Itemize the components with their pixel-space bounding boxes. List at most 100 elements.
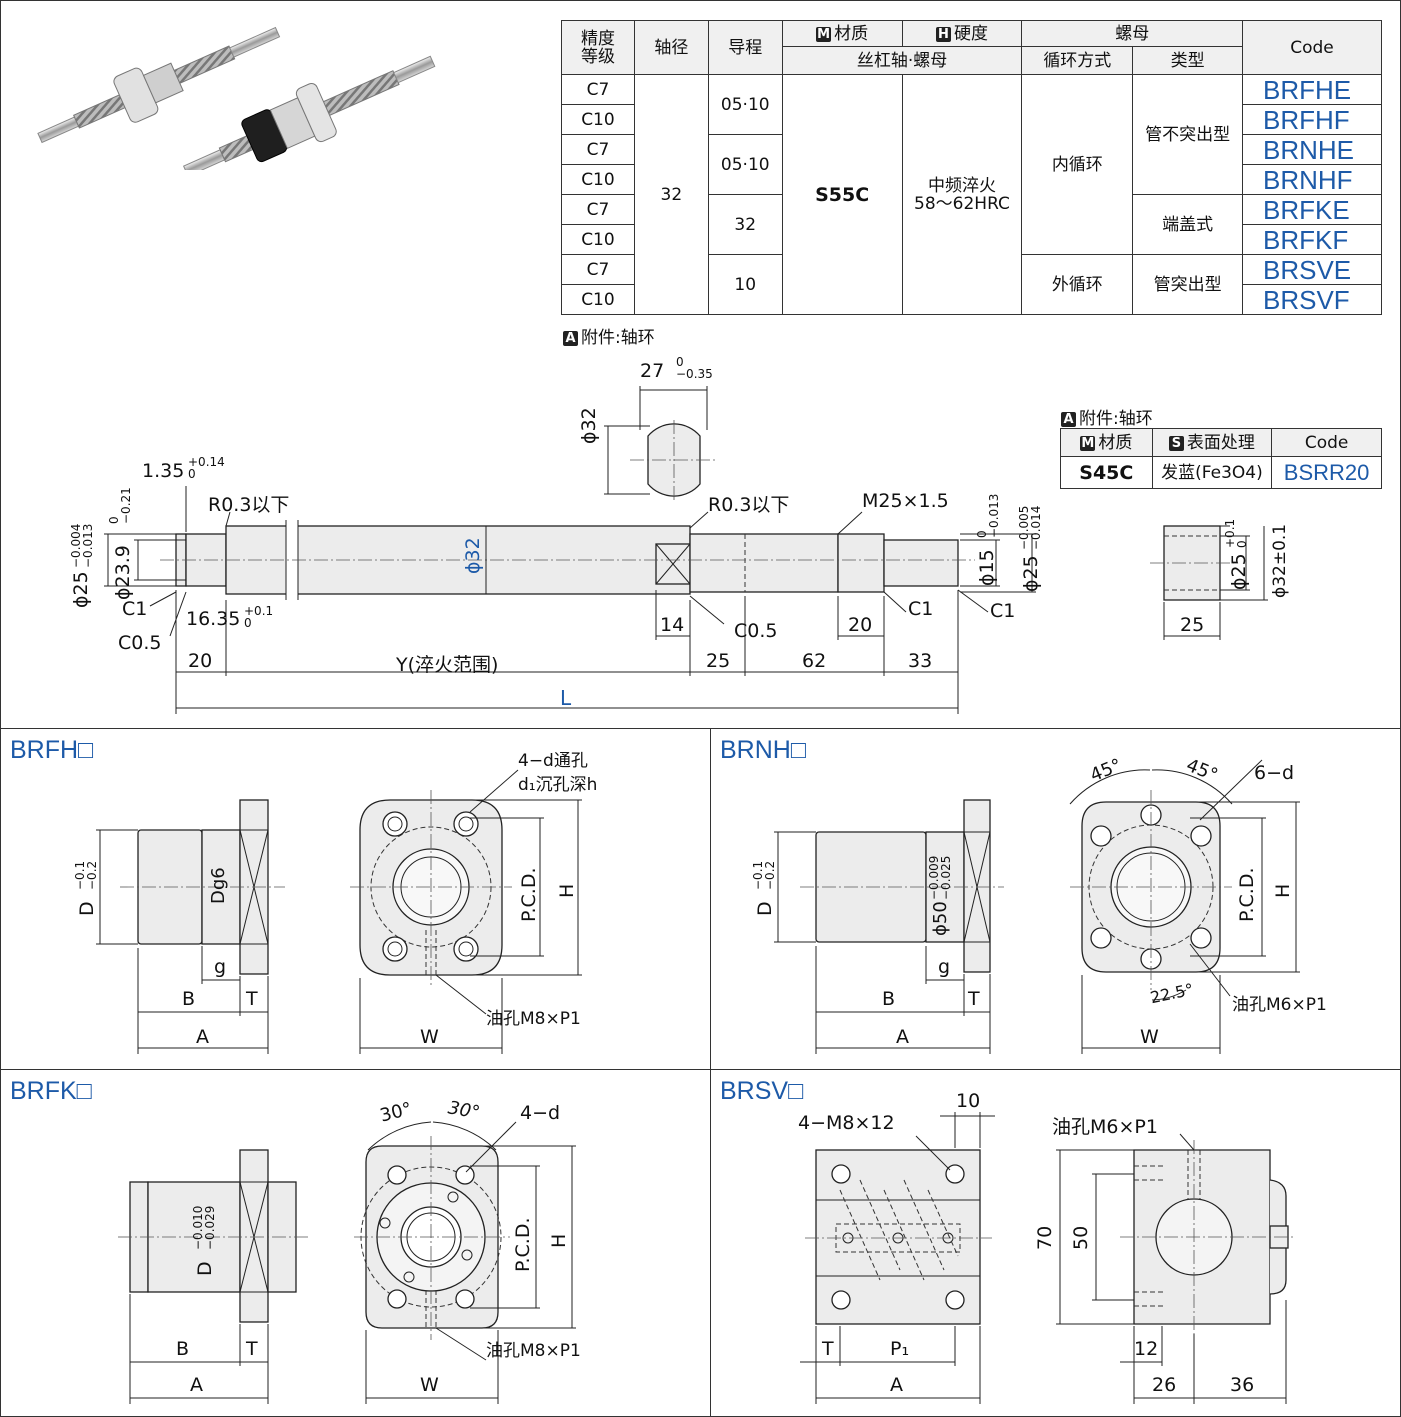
brsv-dim-t: T [822, 1338, 834, 1360]
cell-grade: C7 [561, 194, 635, 225]
label-c05-left: C0.5 [118, 632, 162, 654]
cell-grade: C10 [561, 164, 635, 195]
cell-grade: C7 [561, 134, 635, 165]
label-r03-right: R0.3以下 [708, 494, 790, 516]
brsv-dim-10: 10 [956, 1090, 981, 1112]
brfk-dim-t: T [246, 1338, 258, 1360]
collar-th-code: Code [1271, 428, 1382, 457]
code-brsvf[interactable]: BRSVF [1241, 284, 1383, 315]
label-m25: M25×1.5 [862, 490, 949, 512]
brsv-dim-36: 36 [1230, 1374, 1255, 1396]
brsv-dim-12: 12 [1134, 1338, 1159, 1360]
brfh-dim-a: A [196, 1026, 209, 1048]
brfk-holes: 4−d [520, 1102, 561, 1124]
th-circulation: 循环方式 [1021, 46, 1134, 75]
title-brnh: BRNH□ [720, 736, 806, 764]
label-c05-right: C0.5 [734, 620, 778, 642]
collar-w25: 25 [1180, 614, 1205, 636]
label-c1-right: C1 [990, 600, 1016, 622]
brfh-dim-w: W [420, 1026, 439, 1048]
brnh-dim-b: B [882, 988, 896, 1010]
code-brfke[interactable]: BRFKE [1241, 194, 1383, 225]
cell-type-2: 端盖式 [1132, 194, 1243, 255]
label-c1-mid: C1 [908, 598, 934, 620]
label-c1-left: C1 [122, 598, 148, 620]
brfk-drawing [118, 1121, 576, 1404]
divider-vertical [710, 728, 711, 1417]
cell-lead: 10 [707, 254, 783, 315]
code-brnhe[interactable]: BRNHE [1241, 134, 1383, 165]
dim-14: 14 [660, 614, 685, 636]
th-nut: 螺母 [1021, 20, 1243, 47]
ball-screw-photo [37, 26, 436, 170]
code-brsve[interactable]: BRSVE [1241, 254, 1383, 285]
cell-type-1: 管不突出型 [1132, 74, 1243, 195]
code-brnhf[interactable]: BRNHF [1241, 164, 1383, 195]
dim-62: 62 [802, 650, 827, 672]
brfk-oil-hole: 油孔M8×P1 [486, 1341, 581, 1361]
code-brfkf[interactable]: BRFKF [1241, 224, 1383, 255]
brnh-holes: 6−d [1254, 762, 1295, 784]
brfk-dim-b: B [176, 1338, 190, 1360]
brfk-dim-a: A [190, 1374, 203, 1396]
dim-33: 33 [908, 650, 933, 672]
title-brsv: BRSV□ [720, 1077, 804, 1105]
code-brfhe[interactable]: BRFHE [1241, 74, 1383, 105]
brfh-oil-hole: 油孔M8×P1 [486, 1009, 581, 1029]
cell-grade: C10 [561, 284, 635, 315]
cell-grade: C10 [561, 224, 635, 255]
cell-material: S55C [781, 74, 903, 315]
th-precision: 精度 等级 [561, 20, 635, 75]
cell-lead: 05·10 [707, 74, 783, 135]
brnh-dim-w: W [1140, 1026, 1159, 1048]
dim-y: Y(淬火范围) [396, 654, 499, 676]
brsv-dim-70: 70 [1034, 1225, 1056, 1250]
brnh-drawing [774, 759, 1300, 1054]
brnh-dim-t: T [968, 988, 980, 1010]
dim-20-mid: 20 [848, 614, 873, 636]
th-shaft-dia: 轴径 [633, 20, 709, 75]
divider-top [0, 728, 1401, 729]
cell-type-3: 管突出型 [1132, 254, 1243, 315]
dim-20: 20 [188, 650, 213, 672]
label-r03-left: R0.3以下 [208, 494, 290, 516]
shaft-drawing [104, 386, 1268, 714]
th-lead: 导程 [707, 20, 783, 75]
brfk-dim-w: W [420, 1374, 439, 1396]
dim-16-35: 16.35 [186, 608, 241, 630]
cell-hardness: 中频淬火 58～62HRC [901, 74, 1023, 315]
title-brfk: BRFK□ [10, 1077, 92, 1105]
divider-middle [0, 1069, 1401, 1070]
brsv-holes: 4−M8×12 [798, 1112, 895, 1134]
collar-material: S45C [1060, 456, 1153, 489]
dim-27: 27 [640, 360, 665, 382]
dim-l: L [560, 686, 572, 710]
brnh-oil-hole: 油孔M6×P1 [1232, 995, 1327, 1015]
brfh-dim-b: B [182, 988, 196, 1010]
brsv-dim-26: 26 [1152, 1374, 1177, 1396]
dim-25: 25 [706, 650, 731, 672]
dim-27-tol: 0−0.35 [676, 355, 713, 381]
brfh-dim-g: g [214, 956, 227, 978]
code-brfhf[interactable]: BRFHF [1241, 104, 1383, 135]
title-brfh: BRFH□ [10, 736, 94, 764]
brnh-dim-a: A [896, 1026, 909, 1048]
cell-grade: C7 [561, 254, 635, 285]
brsv-dim-a: A [890, 1374, 903, 1396]
dim-1-35: 1.35 [142, 460, 185, 482]
collar-code[interactable]: BSRR20 [1271, 456, 1382, 489]
cell-circulation-inner: 内循环 [1021, 74, 1134, 255]
cell-lead: 32 [707, 194, 783, 255]
brsv-dim-p1: P₁ [890, 1338, 910, 1360]
cell-lead: 05·10 [707, 134, 783, 195]
th-code: Code [1241, 20, 1383, 75]
